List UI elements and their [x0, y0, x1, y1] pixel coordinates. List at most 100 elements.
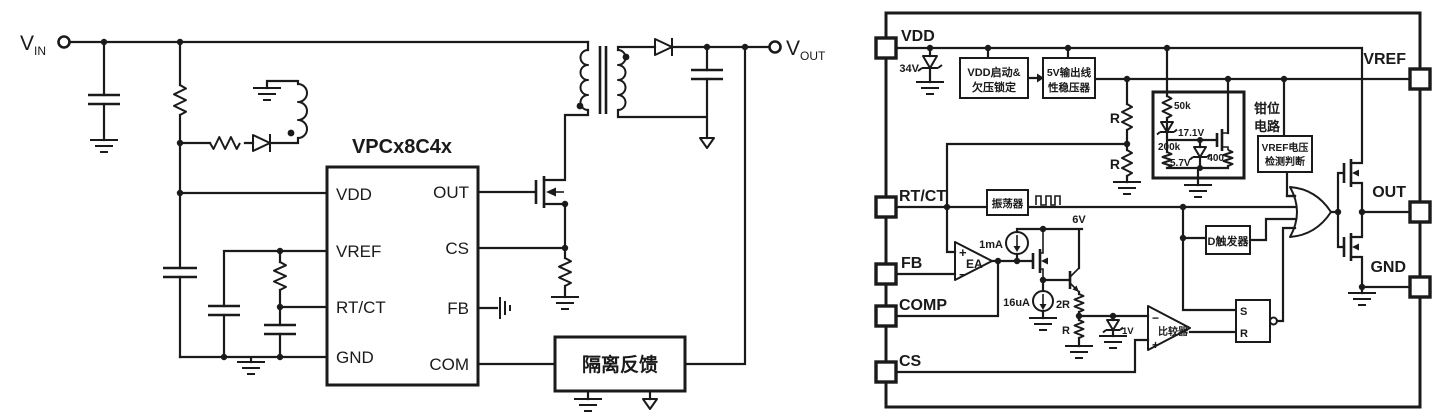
output-mosfet-low — [1342, 233, 1359, 261]
input-capacitor — [88, 93, 120, 153]
ic-pin-cs: CS — [445, 239, 469, 258]
buffer-mosfet — [1031, 232, 1048, 280]
pin-pad-cs — [874, 360, 898, 384]
pin-pad-comp — [874, 304, 898, 328]
current-source-16ua: 16uA — [1003, 290, 1057, 331]
clamp-z2 — [1193, 146, 1207, 158]
comparator-label: 比较器 — [1158, 325, 1189, 338]
resistor-2r-label: 2R — [1056, 299, 1070, 311]
output-ground-triangle — [699, 137, 715, 149]
zener-1v: 1V — [1099, 319, 1134, 349]
feedback-ground-triangle — [642, 398, 658, 410]
comparator-plus-sign: + — [1152, 338, 1159, 352]
output-diode — [654, 38, 673, 56]
resistor-r-ground — [1065, 345, 1093, 359]
gnd-symbol-left — [237, 361, 265, 375]
ea-minus-sign: − — [959, 267, 967, 282]
ldo-line1: 5V输出线 — [1047, 66, 1092, 79]
vref-capacitor — [208, 304, 240, 317]
ic-pin-vref: VREF — [336, 242, 381, 261]
pin-pad-fb — [874, 262, 898, 286]
output-ground — [1348, 292, 1376, 306]
divider-resistor-top — [1121, 103, 1133, 131]
dff-label: D触发器 — [1208, 234, 1250, 248]
clamp-z1-value: 17.1V — [1178, 128, 1204, 139]
pin-label-vref: VREF — [1363, 51, 1406, 68]
latch-r-label: R — [1240, 328, 1248, 340]
current-source-1ma-label: 1mA — [979, 239, 1003, 251]
clamp-circuit: 50k 17.1V 200k 5.7V 400 钳位 电路 — [1151, 90, 1281, 198]
clamp-r1 — [1161, 95, 1173, 119]
cs-ground — [551, 296, 579, 310]
clock-waveform-icon — [1035, 195, 1061, 206]
comparator-minus-sign: − — [1152, 311, 1159, 325]
output-capacitor — [691, 68, 723, 81]
aux-phase-dot — [287, 129, 295, 137]
aux-ground — [253, 87, 281, 101]
vdd-zener-value: 34V — [899, 63, 919, 75]
pin-label-comp: COMP — [899, 297, 947, 314]
transformer — [576, 40, 630, 114]
latch-output-bubble — [1269, 316, 1278, 326]
uvlo-line1: VDD启动& — [967, 65, 1020, 79]
wires-secondary — [616, 45, 771, 140]
vout-label: V — [786, 37, 800, 60]
feedback-block-label: 隔离反馈 — [582, 353, 658, 376]
sr-latch: S R — [1235, 299, 1278, 343]
rt-resistor — [273, 261, 287, 291]
ic-outline — [325, 165, 480, 387]
clamp-label-line1: 钳位 — [1254, 101, 1280, 116]
vin-terminal — [57, 35, 71, 49]
error-amplifier: + − EA — [954, 241, 993, 282]
ea-plus-sign: + — [959, 245, 967, 260]
pin-pad-gnd — [1408, 275, 1432, 299]
right-junctions — [926, 44, 1366, 320]
pin-label-rtct: RT/CT — [899, 188, 946, 205]
npn-transistor — [1068, 267, 1080, 293]
current-source-16ua-label: 16uA — [1003, 297, 1030, 309]
left-junctions — [100, 38, 749, 361]
clamp-r1-value: 50k — [1174, 101, 1191, 112]
vin-sub-label: IN — [34, 44, 46, 58]
clamp-z2-value: 5.7V — [1170, 158, 1191, 169]
right-block-diagram: VDD RT/CT FB COMP CS VREF OUT GND 34V VD… — [874, 11, 1432, 409]
clamp-r3-value: 400 — [1207, 153, 1224, 164]
uvlo-block — [959, 57, 1029, 99]
comparator: − + 比较器 — [1147, 305, 1191, 352]
divider-bottom-label: R — [1110, 156, 1120, 172]
aux-diode — [252, 134, 271, 152]
rail-6v-label: 6V — [1072, 214, 1086, 226]
uvlo-arrow — [1037, 73, 1044, 83]
pin-pad-vdd — [874, 36, 898, 60]
vin-label: V — [20, 32, 34, 55]
pin-pad-out — [1408, 200, 1432, 224]
wires-cs — [476, 246, 567, 299]
vref-detect-block — [1257, 135, 1313, 173]
resistor-2r — [1073, 293, 1085, 313]
pin-pad-vref — [1408, 67, 1432, 91]
oscillator-block — [986, 189, 1029, 216]
left-application-circuit: V IN VPCx8C4x VDD — [20, 32, 826, 412]
clamp-label-line2: 电路 — [1254, 119, 1281, 134]
pin-label-vdd: VDD — [901, 28, 935, 45]
clamp-mosfet — [1215, 129, 1229, 151]
aux-resistor — [209, 136, 241, 150]
dff-block — [1205, 225, 1251, 255]
ic-pin-rtct: RT/CT — [336, 298, 386, 317]
primary-phase-dot — [576, 102, 584, 110]
ic-pin-vdd: VDD — [336, 185, 372, 204]
clamp-r3 — [1222, 149, 1234, 167]
pin-label-out: OUT — [1372, 184, 1406, 201]
vref-detect-line2: 检测判断 — [1265, 155, 1305, 168]
pin-pad-rtct — [874, 195, 898, 219]
ic-pin-com: COM — [429, 355, 469, 374]
ic-title: VPCx8C4x — [352, 136, 452, 158]
output-mosfet-high — [1342, 159, 1359, 187]
fb-ground — [499, 297, 511, 319]
divider-ground — [1113, 181, 1141, 195]
clamp-r2 — [1161, 151, 1173, 169]
power-mosfet — [476, 108, 590, 260]
clamp-box — [1151, 90, 1246, 180]
wires-feedback — [476, 45, 747, 401]
